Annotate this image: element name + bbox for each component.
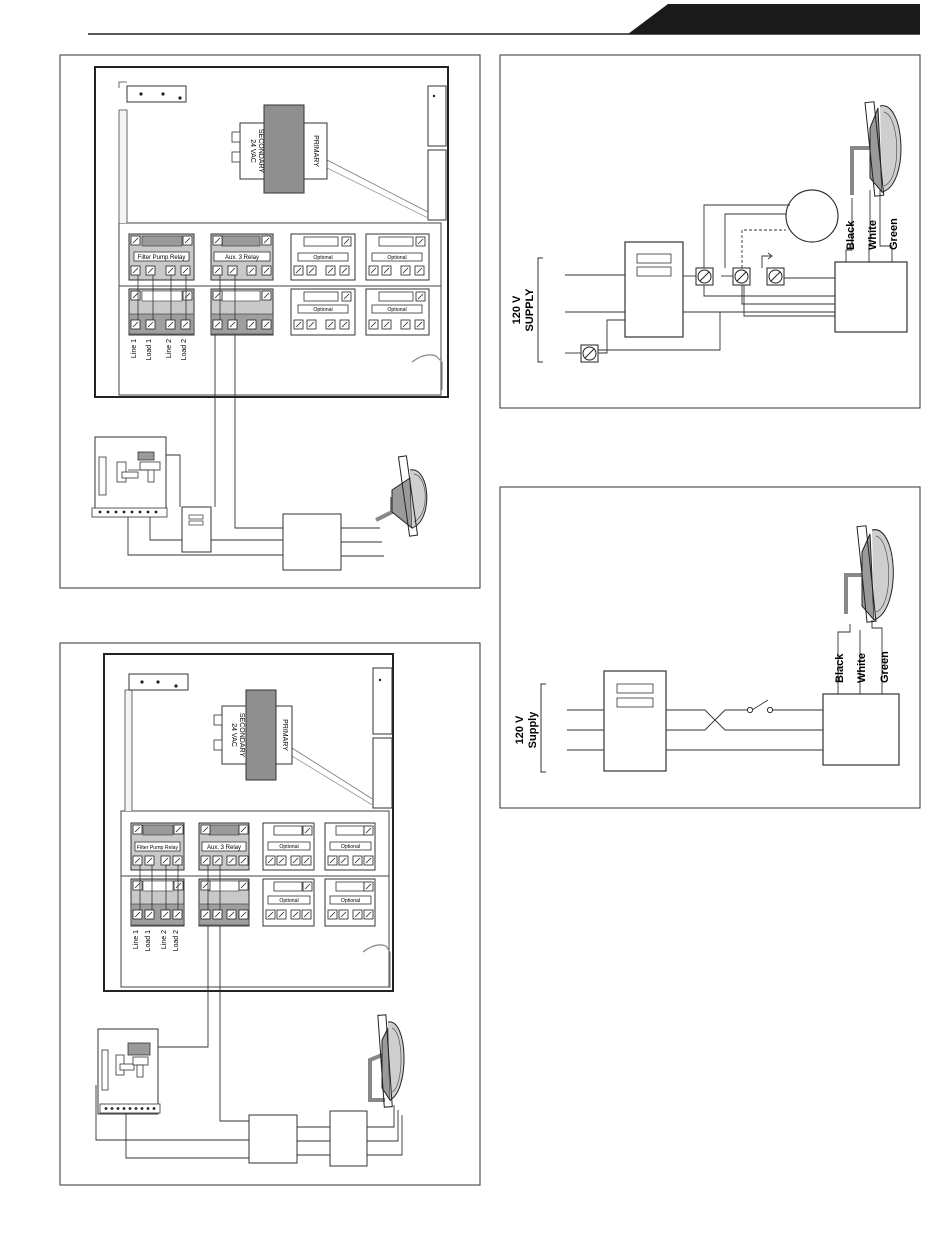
aux-3-terminal-block — [210, 288, 274, 336]
primary-label: PRIMARY — [312, 135, 319, 167]
line-1-label: Line 1 — [131, 339, 138, 358]
filter-pump-relay: Filter Pump Relay — [128, 233, 195, 281]
supply-voltage-label: 120 V — [511, 295, 523, 324]
page-header — [88, 4, 920, 35]
supply-wiring — [565, 190, 893, 354]
control-center-enclosure — [94, 66, 449, 398]
wire-white-label: White — [867, 220, 879, 250]
load-2-label: Load 2 — [181, 339, 188, 361]
controller-box — [329, 1110, 368, 1167]
control-center-enclosure — [103, 653, 394, 992]
load-2-label: Load 2 — [173, 930, 180, 952]
diagram-a-frame: 24 VAC SECONDARY PRIMARY Filter Pump Rel… — [59, 54, 481, 589]
filter-pump-relay-label: Filter Pump Relay — [138, 255, 186, 261]
terminal-screw — [695, 267, 714, 286]
filter-pump-relay: Filter Pump Relay — [130, 822, 185, 871]
aux-3-relay: Aux. 3 Relay — [198, 822, 250, 871]
switch-contact — [766, 706, 774, 714]
aux-3-relay-label: Aux. 3 Relay — [225, 255, 259, 261]
wire-black-label: Black — [834, 653, 846, 683]
ground-lead — [411, 354, 443, 390]
optional-label: Optional — [387, 307, 406, 313]
optional-label: Optional — [341, 844, 360, 850]
optional-relay-upper-1: Optional — [290, 233, 356, 281]
ground-lead — [362, 944, 391, 988]
optional-label: Optional — [341, 898, 360, 904]
optional-relay-lower-2: Optional — [324, 878, 376, 927]
relay-jumper-wires — [139, 865, 221, 910]
remote-switch-device — [91, 436, 168, 518]
secondary-voltage-label: 24 VAC — [230, 723, 237, 747]
optional-label: Optional — [279, 844, 298, 850]
optional-relay-upper-1: Optional — [262, 822, 315, 871]
wire-green-label: Green — [879, 651, 891, 683]
line-2-label: Line 2 — [166, 339, 173, 358]
light-transformer-box — [282, 513, 342, 571]
supply-label: SUPPLY — [524, 288, 536, 332]
line-1-label: Line 1 — [133, 930, 140, 949]
pool-light-fixture — [850, 101, 902, 197]
supply-label: Supply — [527, 711, 539, 749]
optional-relay-upper-2: Optional — [365, 233, 430, 281]
wire-black-label: Black — [845, 220, 857, 250]
gfci-box — [624, 241, 684, 338]
pump-motor — [785, 189, 839, 243]
optional-label: Optional — [313, 307, 332, 313]
pool-light-fixture — [375, 455, 428, 537]
load-1-label: Load 1 — [145, 930, 152, 952]
junction-box — [834, 261, 908, 333]
wire-white-label: White — [856, 653, 868, 683]
field-wiring — [95, 926, 403, 1159]
relay-jumper-wires — [137, 275, 236, 320]
optional-label: Optional — [279, 898, 298, 904]
secondary-label: SECONDARY — [238, 713, 245, 758]
terminal-screw — [732, 267, 751, 286]
supply-voltage-label: 120 V — [514, 715, 526, 744]
line-2-label: Line 2 — [161, 930, 168, 949]
aux-3-relay: Aux. 3 Relay — [210, 233, 274, 281]
junction-box — [822, 693, 900, 766]
optional-relay-lower-1: Optional — [290, 288, 356, 336]
pool-light-fixture — [844, 525, 894, 623]
remote-switch-device — [97, 1028, 161, 1115]
aux-3-terminal-block — [198, 878, 250, 927]
primary-label: PRIMARY — [281, 719, 288, 751]
diagram-c-frame: 120 V SUPPLY — [499, 54, 921, 409]
optional-relay-upper-2: Optional — [324, 822, 376, 871]
field-wiring — [127, 335, 384, 557]
secondary-label: SECONDARY — [257, 129, 264, 174]
optional-relay-lower-1: Optional — [262, 878, 315, 927]
secondary-voltage-label: 24 VAC — [249, 139, 256, 163]
switch-contact — [746, 706, 754, 714]
supply-wiring — [567, 620, 883, 751]
diagram-d-frame: 120 V Supply — [499, 486, 921, 809]
optional-relay-lower-2: Optional — [365, 288, 430, 336]
gfci-box — [603, 670, 667, 772]
dashed-wire — [741, 229, 786, 268]
aux-3-relay-label: Aux. 3 Relay — [207, 845, 241, 851]
supply-bracket: 120 V SUPPLY — [511, 257, 543, 363]
diagram-b-frame: 24 VAC SECONDARY PRIMARY Filter Pump Rel… — [59, 642, 481, 1186]
transformer: 24 VAC SECONDARY PRIMARY — [231, 104, 328, 194]
supply-bracket: 120 V Supply — [514, 683, 546, 773]
filter-pump-relay-label: Filter Pump Relay — [137, 845, 179, 851]
optional-label: Optional — [387, 255, 406, 261]
filter-pump-terminal-block: Line 1 Load 1 Line 2 Load 2 — [128, 288, 195, 361]
ground-screw — [580, 344, 599, 363]
transformer: 24 VAC SECONDARY PRIMARY — [213, 689, 293, 781]
relay-box — [181, 506, 212, 553]
filter-pump-terminal-block: Line 1 Load 1 Line 2 Load 2 — [130, 878, 185, 952]
wire-green-label: Green — [888, 218, 900, 250]
light-transformer-box — [248, 1114, 298, 1164]
load-1-label: Load 1 — [146, 339, 153, 361]
optional-label: Optional — [313, 255, 332, 261]
pool-light-fixture — [368, 1014, 405, 1108]
terminal-screw — [766, 267, 785, 286]
